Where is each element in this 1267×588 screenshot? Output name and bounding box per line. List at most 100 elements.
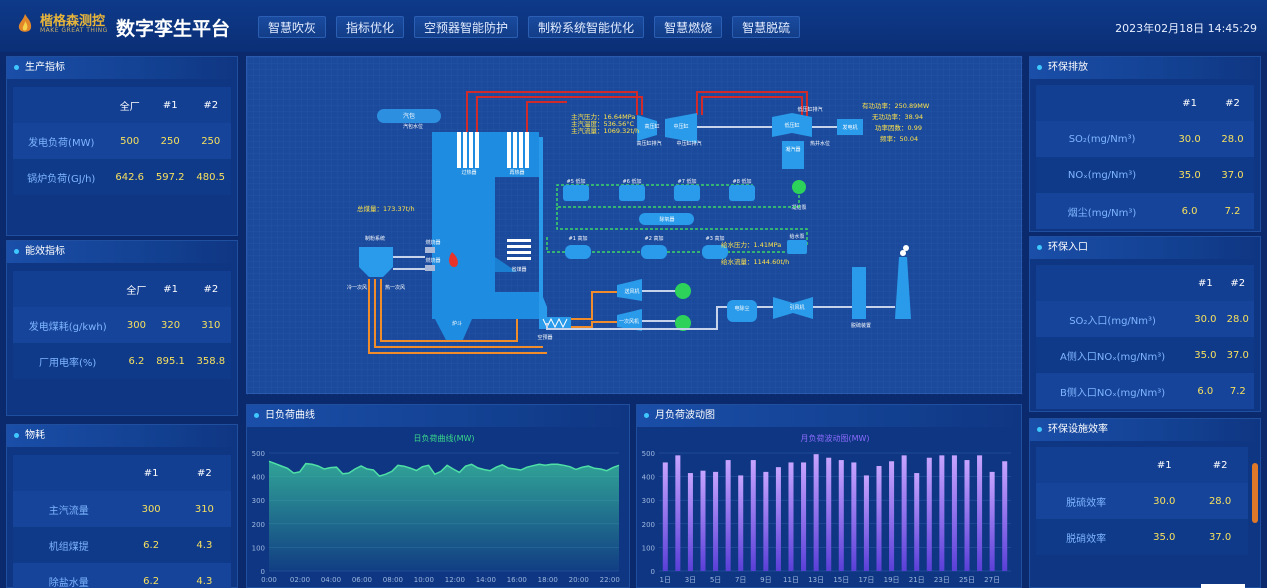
x-tick-label: 19日 — [884, 576, 900, 584]
blower-shape — [617, 279, 642, 301]
corner-logo — [1201, 584, 1245, 588]
burner-label-1: 燃烧器 — [425, 239, 440, 246]
nav-index-optimization[interactable]: 指标优化 — [336, 16, 405, 38]
precipitator-shape — [727, 300, 757, 322]
col-header: #2 — [1230, 277, 1246, 289]
row-label: 发电煤耗(g/kwh) — [28, 321, 107, 333]
col-header: #2 — [203, 99, 219, 111]
logo-tagline: MAKE GREAT THING — [40, 26, 108, 34]
panel-title: 生产指标 — [7, 57, 237, 79]
col-header: #1 — [163, 283, 178, 295]
y-tick-label: 100 — [252, 544, 265, 552]
main-steam-pressure: 主汽压力：16.64MPa — [571, 112, 635, 121]
bar — [889, 461, 895, 571]
hp-turbine-shape — [637, 115, 657, 141]
bar — [964, 460, 970, 571]
burner-label-2: 燃烧器 — [425, 257, 440, 264]
col-header: #2 — [1225, 97, 1240, 109]
lp-turbine-shape — [772, 113, 812, 137]
cell-value: 300 — [141, 503, 161, 515]
bar — [1002, 461, 1008, 571]
pulverizer-shape — [359, 247, 393, 277]
cell-value: 310 — [194, 503, 214, 515]
x-tick-label: 18:00 — [538, 576, 558, 584]
reheater-label: 再热器 — [509, 169, 524, 176]
superheater-label: 过热器 — [461, 169, 476, 176]
nav-pulverizing[interactable]: 制粉系统智能优化 — [528, 16, 645, 38]
x-tick-label: 13日 — [808, 576, 824, 584]
bar — [713, 471, 719, 571]
lp-turbine-label: 低压缸 — [784, 122, 799, 129]
ip-turbine-shape — [665, 113, 697, 143]
cell-value: 35.0 — [1194, 349, 1217, 361]
col-header: 全厂 — [119, 101, 140, 113]
scrollbar[interactable] — [1252, 463, 1258, 523]
bar — [738, 475, 744, 571]
row-label: NOₓ(mg/Nm³) — [1067, 169, 1137, 181]
x-tick-label: 06:00 — [352, 576, 372, 584]
cell-value: 250 — [160, 135, 180, 147]
fan-icon — [675, 283, 691, 299]
furnace-label: 炉斗 — [452, 320, 462, 327]
x-tick-label: 12:00 — [445, 576, 465, 584]
bar — [951, 455, 957, 571]
economizer-shape — [507, 239, 531, 260]
datetime: 2023年02月18日 14:45:29 — [1115, 22, 1257, 35]
cell-value: 6.0 — [1197, 385, 1214, 397]
row-label: 脱硝效率 — [1066, 533, 1107, 545]
row-label: 烟尘(mg/Nm³) — [1067, 207, 1137, 219]
cell-value: 28.0 — [1226, 313, 1249, 325]
precipitator-label: 电除尘 — [734, 305, 749, 312]
power-factor: 功率因数：0.99 — [875, 123, 922, 132]
nav-smart-desulfurization[interactable]: 智慧脱硫 — [732, 16, 801, 38]
cell-value: 358.8 — [196, 355, 226, 367]
cell-value: 37.0 — [1208, 531, 1232, 543]
x-tick-label: 17日 — [858, 576, 874, 584]
x-tick-label: 22:00 — [600, 576, 620, 584]
nav-air-preheater[interactable]: 空预器智能防护 — [414, 16, 519, 38]
lph8-label: #8 低加 — [733, 178, 752, 185]
y-tick-label: 0 — [651, 568, 655, 576]
frequency: 频率：50.04 — [880, 134, 918, 143]
y-tick-label: 200 — [252, 521, 265, 529]
x-tick-label: 7日 — [735, 576, 746, 584]
cell-value: 7.2 — [1229, 385, 1246, 397]
bar — [914, 473, 920, 571]
row-label: 机组煤提 — [48, 541, 89, 553]
nav-smart-combustion[interactable]: 智慧燃烧 — [654, 16, 723, 38]
cell-value: 30.0 — [1194, 313, 1217, 325]
col-header: #2 — [197, 467, 212, 479]
x-tick-label: 5日 — [710, 576, 721, 584]
bar — [989, 471, 995, 571]
y-tick-label: 100 — [642, 544, 655, 552]
primary-fan-label: 一次风机 — [619, 318, 639, 325]
bar — [775, 467, 781, 571]
lph6-label: #6 低加 — [623, 178, 642, 185]
nav-smart-sootblowing[interactable]: 智慧吹灰 — [258, 16, 327, 38]
bar — [939, 455, 945, 571]
logo: 楷格森测控 MAKE GREAT THING — [14, 13, 108, 35]
superheater-tubes — [457, 132, 529, 168]
cell-value: 895.1 — [156, 355, 185, 367]
x-tick-label: 27日 — [984, 576, 1000, 584]
bar — [851, 462, 857, 571]
logo-flame-icon — [14, 13, 36, 35]
hp-exhaust-label: 高压缸排汽 — [636, 140, 661, 147]
bar — [926, 457, 932, 571]
feed-pressure: 给水压力：1.41MPa — [721, 240, 781, 249]
logo-name: 楷格森测控 — [40, 13, 106, 29]
col-header: #1 — [1197, 277, 1213, 289]
hp-heaters — [565, 245, 728, 259]
cell-value: 500 — [120, 135, 140, 147]
steam-drum-shape — [377, 109, 441, 123]
